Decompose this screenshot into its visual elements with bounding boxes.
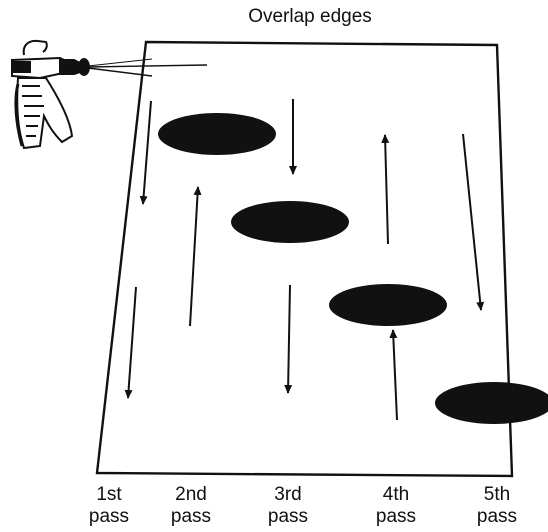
pass-label-4: 4th pass bbox=[361, 484, 431, 528]
pass-label-1: 1st pass bbox=[74, 484, 144, 528]
arrow-pass-4-bottom bbox=[389, 329, 398, 421]
spray-spot-1 bbox=[158, 113, 276, 155]
pass-label-2-line2: pass bbox=[170, 506, 212, 527]
pass-label-5: 5th pass bbox=[462, 484, 532, 528]
arrow-pass-5 bbox=[462, 133, 485, 311]
pass-label-4-line1: 4th bbox=[382, 484, 410, 505]
spray-spot-3 bbox=[329, 284, 447, 326]
spray-surface bbox=[95, 40, 514, 478]
pass-label-1-line1: 1st bbox=[96, 484, 122, 505]
pass-label-2: 2nd pass bbox=[156, 484, 226, 528]
spray-gun-icon bbox=[11, 39, 90, 150]
arrow-pass-1-top bbox=[139, 100, 152, 205]
spray-fan bbox=[87, 58, 208, 77]
spray-spot-2 bbox=[231, 201, 349, 243]
pass-label-5-line1: 5th bbox=[483, 484, 511, 505]
spray-spots bbox=[158, 113, 548, 424]
arrow-pass-2 bbox=[189, 186, 202, 327]
pass-label-1-line2: pass bbox=[88, 506, 130, 527]
pass-label-3: 3rd pass bbox=[253, 484, 323, 528]
arrow-pass-3-bottom bbox=[284, 284, 293, 394]
arrow-pass-4-top bbox=[381, 134, 390, 245]
pass-label-5-line2: pass bbox=[476, 506, 518, 527]
spray-spot-4 bbox=[435, 382, 548, 424]
pass-label-4-line2: pass bbox=[375, 506, 417, 527]
diagram-title: Overlap edges bbox=[248, 6, 372, 27]
pass-label-2-line1: 2nd bbox=[175, 484, 207, 505]
arrow-pass-1-bottom bbox=[124, 286, 137, 399]
direction-arrows bbox=[124, 99, 485, 421]
pass-label-3-line1: 3rd bbox=[274, 484, 302, 505]
pass-label-3-line2: pass bbox=[267, 506, 309, 527]
